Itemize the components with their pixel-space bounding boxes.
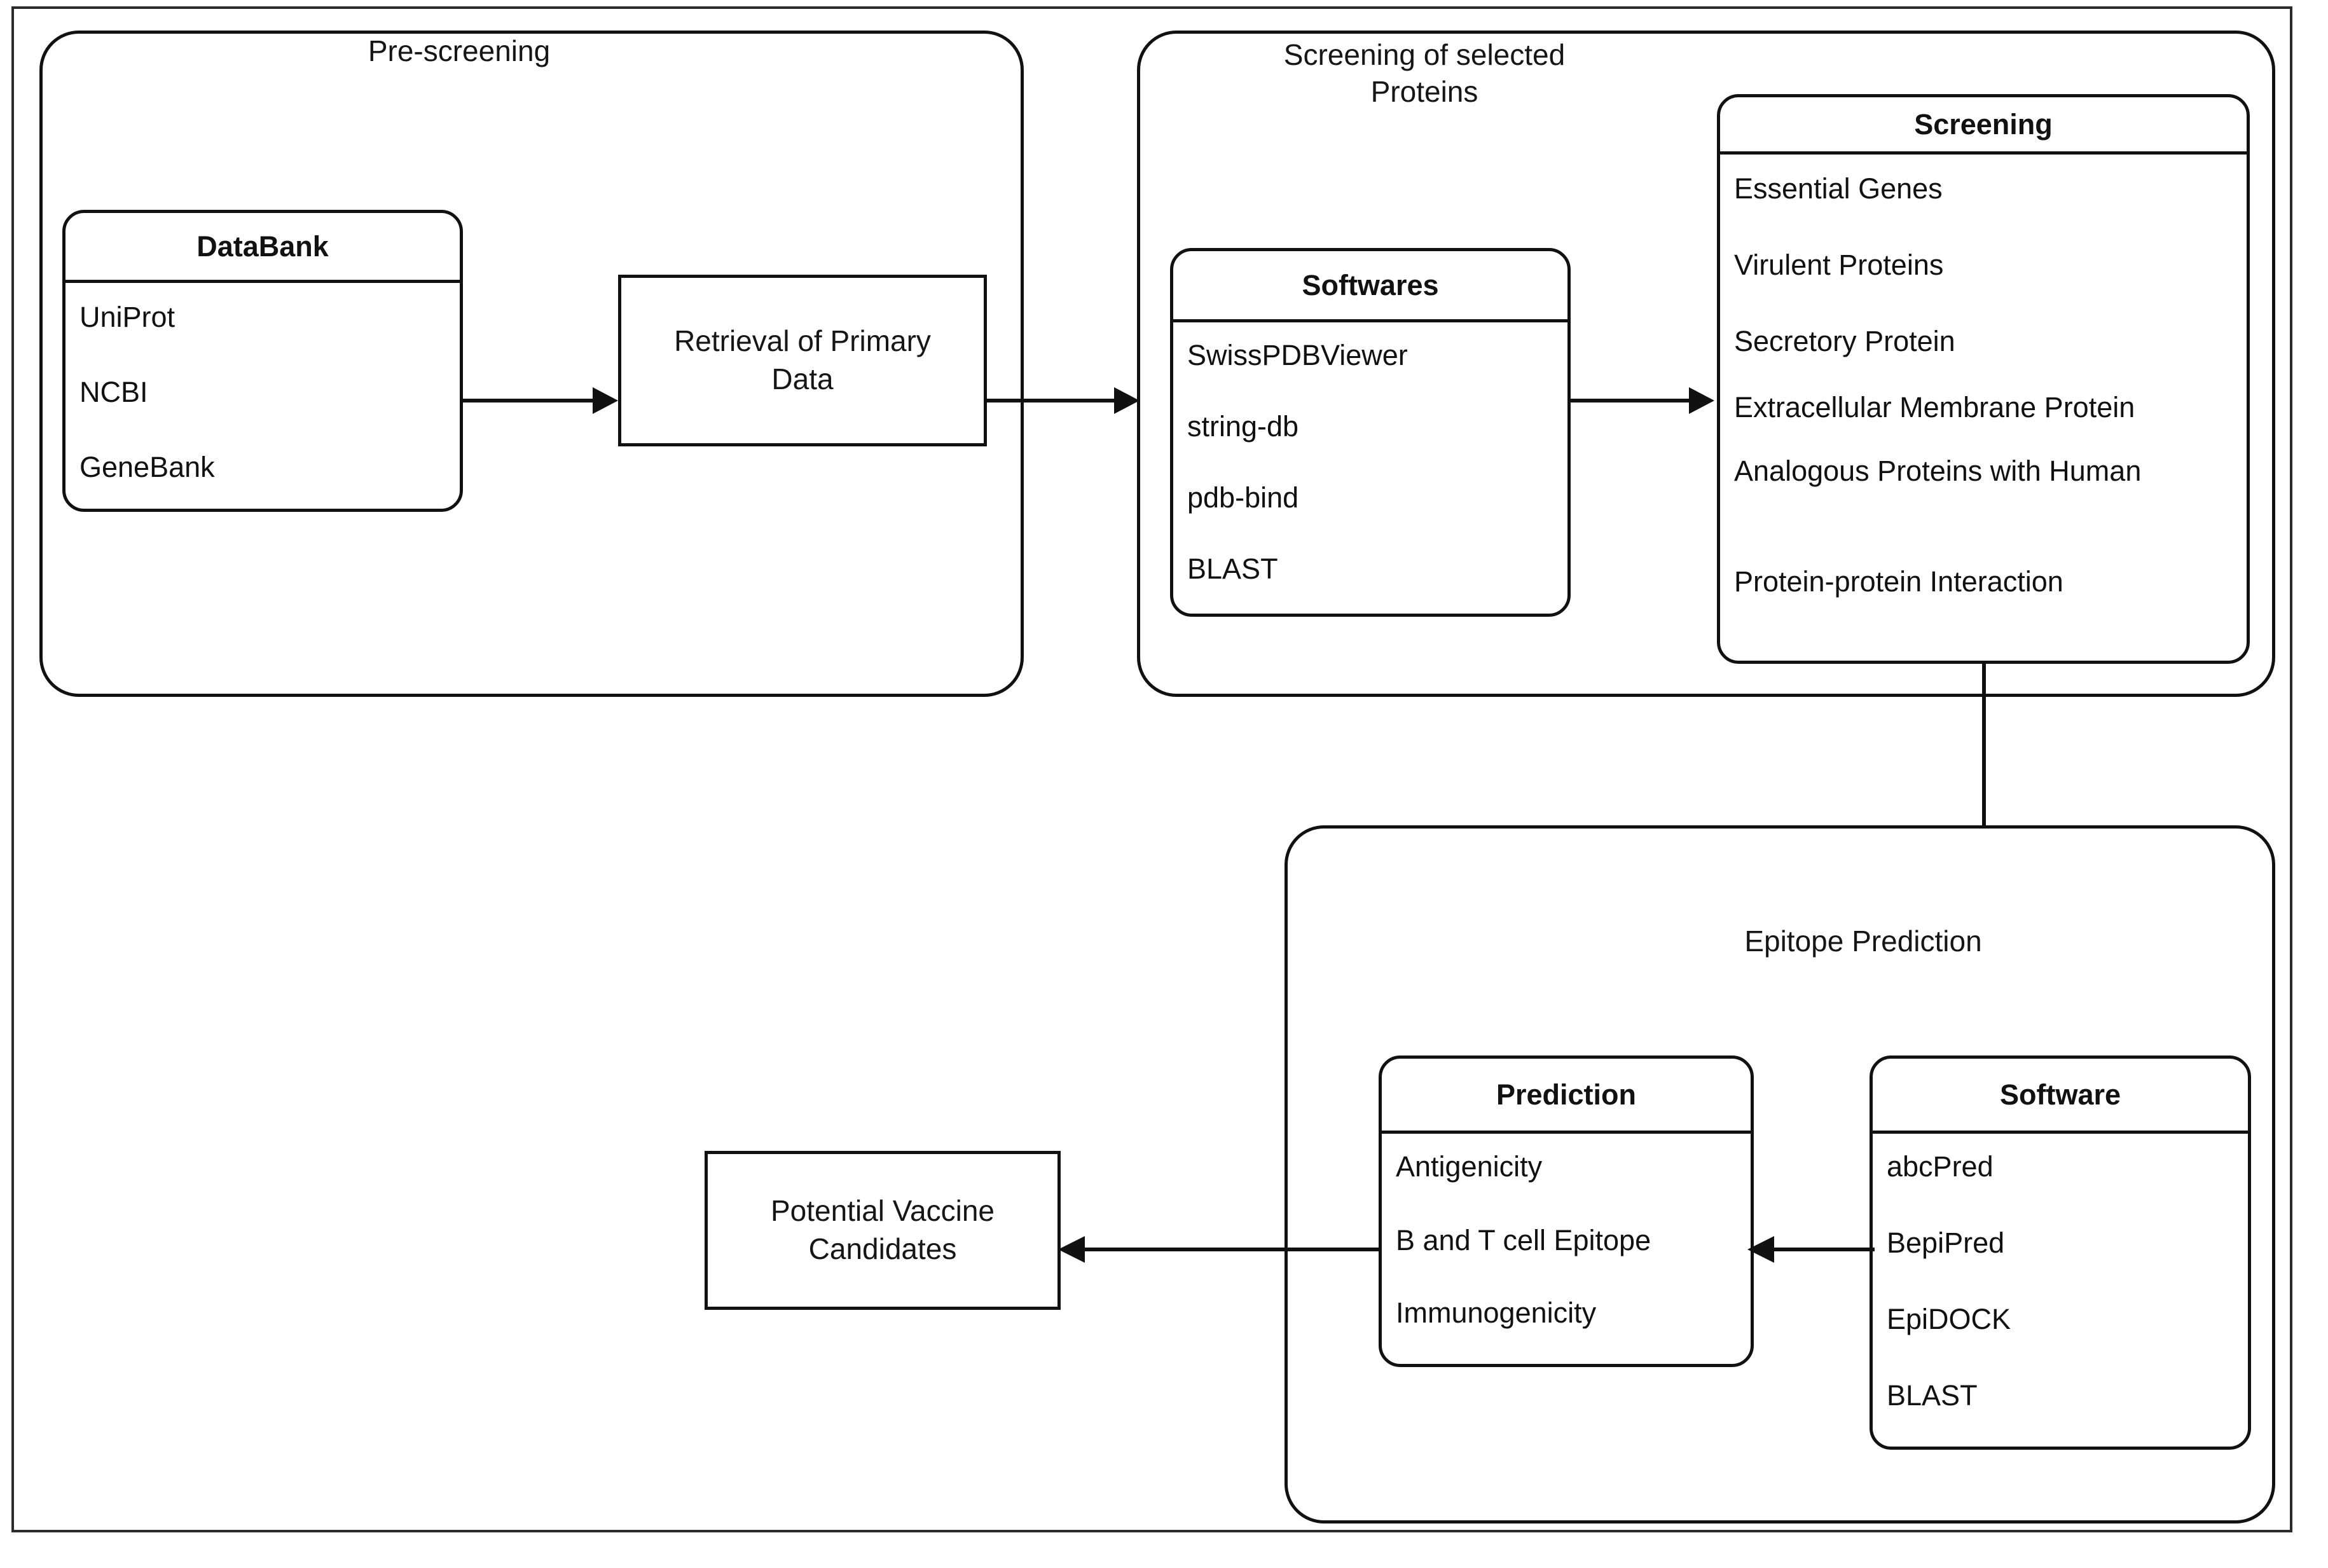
list-item: Analogous Proteins with Human bbox=[1734, 455, 2142, 487]
list-item: Immunogenicity bbox=[1396, 1296, 1597, 1329]
group-epitope-prediction-label: Epitope Prediction bbox=[1744, 925, 1982, 958]
connector-prediction-to-potential-vaccine-candidates bbox=[1056, 1230, 1381, 1269]
card-prediction-body: Antigenicity B and T cell Epitope Immuno… bbox=[1382, 1134, 1751, 1364]
list-item: Essential Genes bbox=[1734, 172, 1943, 205]
card-softwares-body: SwissPDBViewer string-db pdb-bind BLAST bbox=[1173, 322, 1567, 614]
list-item: BLAST bbox=[1187, 553, 1278, 585]
list-item: pdb-bind bbox=[1187, 481, 1299, 514]
card-prediction: Prediction Antigenicity B and T cell Epi… bbox=[1379, 1056, 1754, 1367]
connector-databank-to-retrieval bbox=[463, 382, 622, 420]
group-pre-screening-label: Pre-screening bbox=[368, 34, 551, 67]
card-softwares: Softwares SwissPDBViewer string-db pdb-b… bbox=[1170, 248, 1571, 617]
card-software: Software abcPred BepiPred EpiDOCK BLAST bbox=[1870, 1056, 2251, 1450]
card-screening: Screening Essential Genes Virulent Prote… bbox=[1717, 94, 2250, 664]
card-screening-body: Essential Genes Virulent Proteins Secret… bbox=[1720, 155, 2247, 661]
list-item: SwissPDBViewer bbox=[1187, 339, 1408, 371]
list-item: Antigenicity bbox=[1396, 1150, 1543, 1183]
list-item: abcPred bbox=[1887, 1150, 1994, 1183]
list-item: B and T cell Epitope bbox=[1396, 1224, 1651, 1256]
list-item: Extracellular Membrane Protein bbox=[1734, 391, 2135, 423]
card-prediction-header: Prediction bbox=[1382, 1059, 1751, 1134]
list-item: NCBI bbox=[79, 376, 148, 408]
card-databank-header: DataBank bbox=[65, 213, 460, 283]
list-item: string-db bbox=[1187, 410, 1299, 443]
process-retrieval-of-primary-data: Retrieval of Primary Data bbox=[618, 275, 987, 446]
list-item: BLAST bbox=[1887, 1379, 1978, 1412]
list-item: Protein-protein Interaction bbox=[1734, 565, 2063, 598]
card-databank: DataBank UniProt NCBI GeneBank bbox=[62, 210, 463, 512]
card-softwares-header: Softwares bbox=[1173, 251, 1567, 322]
card-screening-header: Screening bbox=[1720, 97, 2247, 155]
list-item: Secretory Protein bbox=[1734, 325, 1955, 357]
card-software-header: Software bbox=[1873, 1059, 2248, 1134]
list-item: Virulent Proteins bbox=[1734, 249, 1944, 281]
group-screening-of-selected-proteins-label: Screening of selected Proteins bbox=[1283, 38, 1566, 108]
card-software-body: abcPred BepiPred EpiDOCK BLAST bbox=[1873, 1134, 2248, 1447]
card-databank-body: UniProt NCBI GeneBank bbox=[65, 283, 460, 509]
process-potential-vaccine-candidates: Potential Vaccine Candidates bbox=[705, 1151, 1061, 1310]
list-item: BepiPred bbox=[1887, 1227, 2005, 1259]
list-item: GeneBank bbox=[79, 451, 215, 483]
list-item: EpiDOCK bbox=[1887, 1303, 2011, 1335]
connector-retrieval-to-screening-group bbox=[987, 382, 1145, 420]
connector-softwares-to-screening bbox=[1571, 382, 1718, 420]
list-item: UniProt bbox=[79, 301, 176, 333]
connector-software-to-prediction bbox=[1744, 1230, 1875, 1269]
